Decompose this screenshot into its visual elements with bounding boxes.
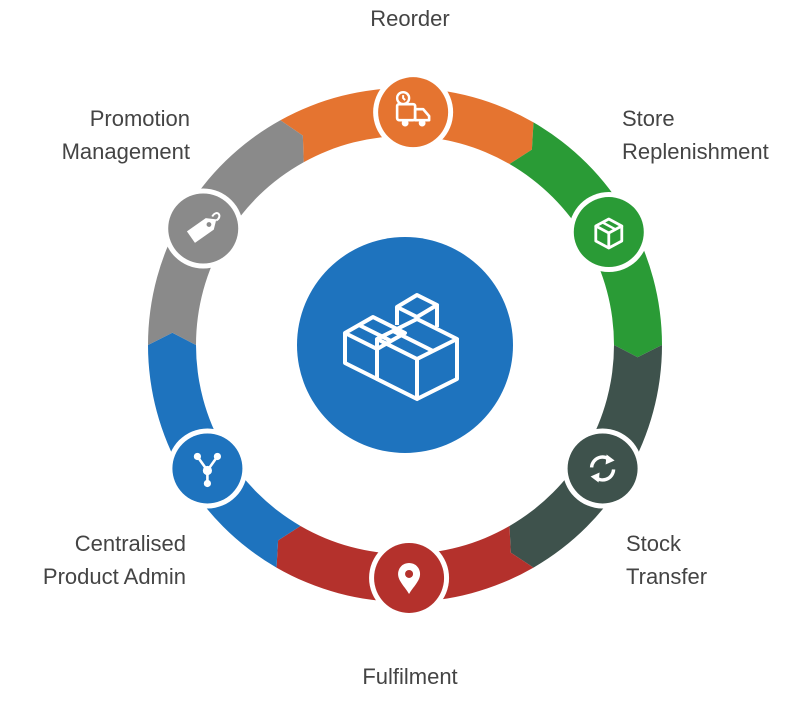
- label-store-replenishment: Store Replenishment: [622, 106, 769, 164]
- node-promotion-management: [163, 188, 244, 269]
- boxes-icon: [343, 293, 459, 401]
- label-centralised-product-admin: Centralised Product Admin: [42, 531, 186, 589]
- label-reorder: Reorder: [370, 6, 450, 31]
- label-fulfilment: Fulfilment: [362, 664, 458, 689]
- stage-nodes: [163, 72, 649, 618]
- node-fill: [378, 77, 449, 148]
- node-centralised-product-admin: [167, 428, 248, 509]
- network-icon: [193, 452, 222, 488]
- node-stock-transfer: [562, 428, 643, 509]
- refresh-icon: [589, 454, 616, 483]
- node-fill: [567, 433, 638, 504]
- truck-icon: [395, 90, 431, 127]
- box-icon: [594, 217, 624, 250]
- node-store-replenishment: [568, 192, 649, 273]
- label-stock-transfer: Stock Transfer: [626, 531, 708, 589]
- node-reorder: [373, 72, 454, 153]
- center-circle: [297, 237, 513, 453]
- map-pin-icon: [398, 562, 421, 594]
- price-tag-icon: [186, 212, 221, 243]
- node-fulfilment: [369, 537, 450, 618]
- label-promotion-management: Promotion Management: [61, 106, 190, 164]
